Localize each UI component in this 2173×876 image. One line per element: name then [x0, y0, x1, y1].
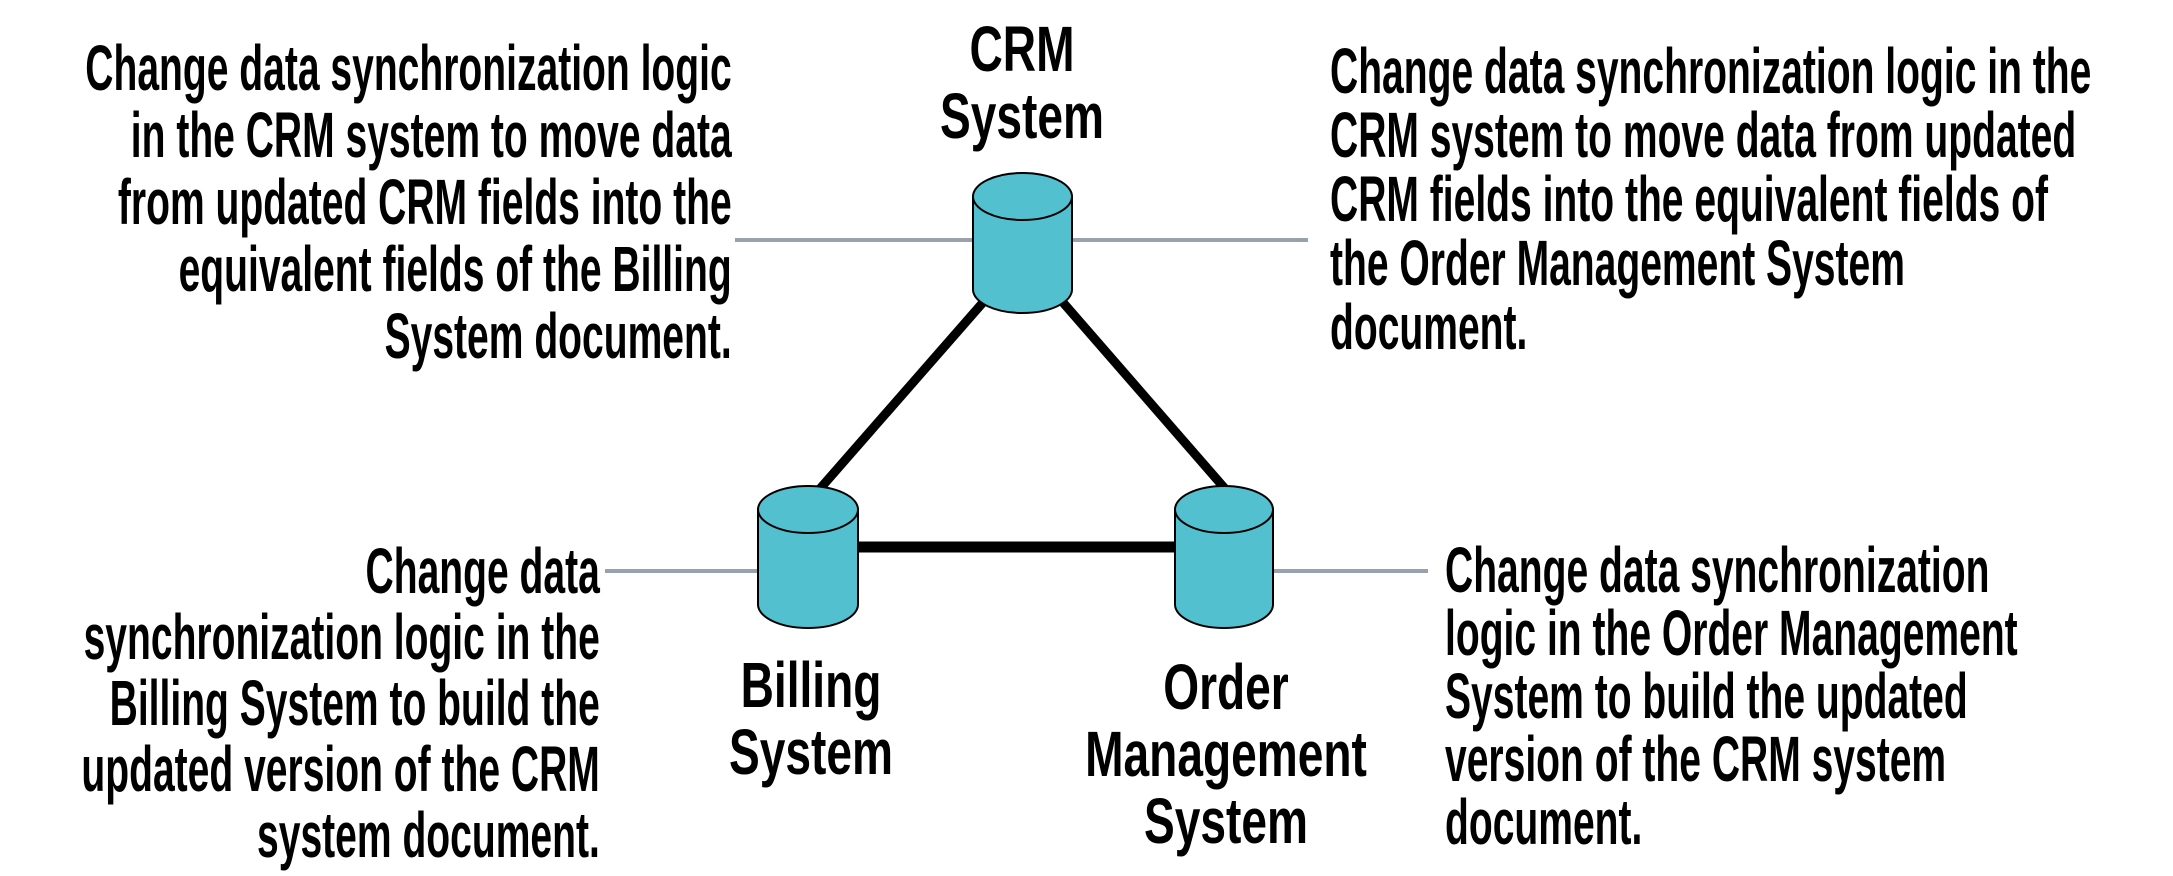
annotation-line: system document.	[257, 799, 600, 871]
annotation-line: Change data synchronization logic	[85, 32, 732, 104]
oms-cylinder-body	[1174, 508, 1274, 629]
annotation-line: CRM fields into the equivalent fields of	[1330, 163, 2048, 235]
annotation-bottom-right: Change data synchronization logic in the…	[1445, 534, 2018, 858]
annotation-line: version of the CRM system	[1445, 723, 1947, 795]
annotation-line: updated version of the CRM	[81, 733, 600, 805]
label-line: System	[940, 80, 1104, 152]
billing-database-cylinder-icon	[757, 485, 859, 629]
link-crm-oms	[1049, 288, 1238, 502]
oms-database-cylinder-icon	[1174, 485, 1274, 629]
annotation-line: CRM system to move data from updated	[1330, 99, 2077, 171]
label-line: CRM	[969, 13, 1075, 85]
label-line: System	[729, 716, 893, 788]
annotation-line: the Order Management System	[1330, 227, 1905, 299]
label-line: System	[1144, 785, 1308, 857]
billing-cylinder-top	[757, 485, 859, 534]
annotation-line: equivalent fields of the Billing	[178, 233, 732, 305]
annotation-top-left: Change data synchronization logic in the…	[86, 35, 732, 370]
label-line: Billing	[740, 649, 882, 721]
annotation-line: document.	[1330, 291, 1528, 363]
annotation-line: Change data synchronization logic in the	[1330, 35, 2092, 107]
annotation-bottom-left: Change data synchronization logic in the…	[82, 538, 600, 868]
crm-database-cylinder-icon	[972, 172, 1073, 314]
order-management-system-label: Order Management System	[1010, 654, 1442, 855]
crm-cylinder-body	[972, 195, 1073, 314]
label-line: Order	[1163, 651, 1289, 723]
annotation-line: document.	[1445, 786, 1643, 858]
annotation-line: Billing System to build the	[109, 667, 601, 739]
annotation-line: System to build the updated	[1445, 660, 1968, 732]
label-line: Management	[1085, 718, 1367, 790]
billing-system-label: Billing System	[595, 652, 1027, 786]
annotation-line: Change data	[365, 535, 600, 607]
crm-system-label: CRM System	[806, 16, 1238, 150]
annotation-line: from updated CRM fields into the	[118, 166, 732, 238]
annotation-line: synchronization logic in the	[83, 601, 601, 673]
oms-cylinder-top	[1174, 485, 1274, 534]
annotation-line: logic in the Order Management	[1445, 597, 2018, 669]
link-crm-billing	[807, 288, 997, 502]
annotation-line: in the CRM system to move data	[131, 99, 732, 171]
billing-cylinder-body	[757, 508, 859, 629]
annotation-line: Change data synchronization	[1445, 534, 1990, 606]
crm-cylinder-top	[972, 172, 1073, 221]
annotation-top-right: Change data synchronization logic in the…	[1330, 39, 2091, 359]
annotation-line: System document.	[384, 300, 732, 372]
